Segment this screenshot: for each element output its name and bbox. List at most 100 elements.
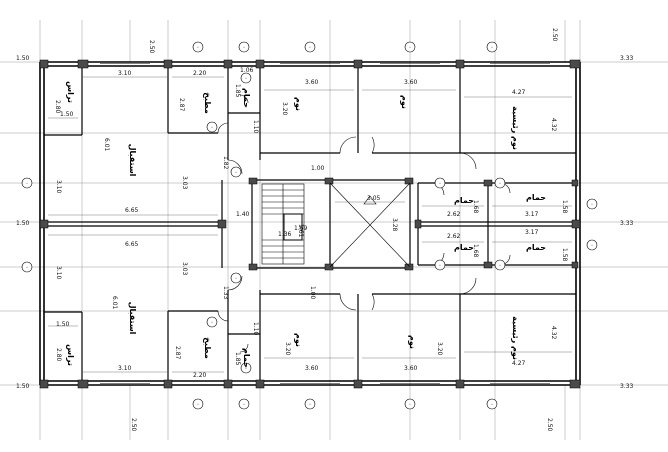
axis-label: ٠ xyxy=(408,44,411,51)
axis-bubble-labels: ٠ ٠ ٠ ٠ ٠ ٠ ٠ ٠ ٠ ٠ ٠ ٠ ٠ ٠ ٠ ٠ ٠ ٠ ٠ ٠ … xyxy=(25,44,593,408)
axis-bubble-left-1 xyxy=(21,177,33,189)
axis-bubble-mid-9 xyxy=(240,72,252,84)
axis-label: ٠ xyxy=(438,180,441,187)
axis-bubble-bottom-1 xyxy=(192,398,204,410)
axis-bubble-top-2 xyxy=(238,41,250,53)
axis-bubble-right-2 xyxy=(586,239,598,251)
dim-kitchen-w-bottom: 2.20 xyxy=(193,372,207,379)
dim-bed1-w: 3.60 xyxy=(305,79,319,86)
dim-bed4-h: 3.20 xyxy=(436,342,443,356)
axis-label: ٠ xyxy=(438,262,441,269)
dim-living-sub2-bottom: 3.10 xyxy=(55,266,62,280)
axis-label: ٠ xyxy=(308,401,311,408)
axis-bubble-top-1 xyxy=(192,41,204,53)
dimension-labels: 1.50 1.50 1.50 3.33 3.33 3.33 2.50 2.50 … xyxy=(16,28,634,432)
dim-stair-b: 1.69 xyxy=(294,225,308,232)
room-bath-mid-4: حمام xyxy=(526,243,546,252)
dim-margin-left-top: 1.50 xyxy=(16,55,30,62)
dim-terrace-small: 1.50 xyxy=(60,111,74,118)
dim-master-h-bottom: 4.32 xyxy=(550,326,557,340)
axis-label: ٠ xyxy=(244,365,247,372)
dim-living-w: 6.65 xyxy=(125,207,139,214)
room-labels: تراس مطبخ حمام نوم نوم نوم رئيسية استقبا… xyxy=(65,81,546,368)
dim-master-h: 4.32 xyxy=(550,118,557,132)
dim-bath-h2: 1.10 xyxy=(252,120,259,134)
axis-bubble-left-2 xyxy=(21,261,33,273)
axis-label: ٠ xyxy=(244,75,247,82)
dim-margin-right-top: 3.33 xyxy=(620,55,634,62)
axis-bubble-mid-4 xyxy=(494,259,506,271)
dim-kitchen-h-bottom: 2.87 xyxy=(174,346,181,360)
dim-baths-h-bottom: 1.68 xyxy=(472,244,479,258)
dim-bed3-w: 3.60 xyxy=(305,365,319,372)
dim-light-w: 3.05 xyxy=(367,195,381,202)
dim-bath-h: 1.85 xyxy=(234,84,241,98)
axis-bubble-bottom-4 xyxy=(404,398,416,410)
dim-margin-left-mid: 1.50 xyxy=(16,220,30,227)
axis-label: ٠ xyxy=(210,319,213,326)
axis-label: ٠ xyxy=(25,180,28,187)
dim-bath-h-bottom: 1.85 xyxy=(234,352,241,366)
room-bath-mid-1: حمام xyxy=(454,196,474,205)
axis-label: ٠ xyxy=(25,264,28,271)
axis-label: ٠ xyxy=(234,169,237,176)
axis-label: ٠ xyxy=(234,275,237,282)
axis-label: ٠ xyxy=(196,401,199,408)
dim-living-w-bottom: 6.65 xyxy=(125,241,139,248)
dim-corridor: 1.82 xyxy=(222,156,229,170)
dim-ensuite-w-bottom: 3.17 xyxy=(525,229,539,236)
axis-bubble-bottom-3 xyxy=(304,398,316,410)
axis-label: ٠ xyxy=(308,44,311,51)
room-living-bottom: استقبال xyxy=(128,302,137,335)
room-bedroom-4: نوم xyxy=(408,335,417,349)
dim-bed2-w: 3.60 xyxy=(404,79,418,86)
staircase xyxy=(261,183,305,265)
dim-ensuite-w-top: 3.17 xyxy=(525,211,539,218)
axis-label: ٠ xyxy=(408,401,411,408)
dim-bed1-h: 3.20 xyxy=(281,102,288,116)
dim-master-w: 4.27 xyxy=(512,89,526,96)
axis-label: ٠ xyxy=(196,44,199,51)
dim-living-sub-bottom: 3.03 xyxy=(181,262,188,276)
dim-master-w-bottom: 4.27 xyxy=(512,360,526,367)
room-bedroom-3: نوم xyxy=(294,333,303,347)
axis-label: ٠ xyxy=(210,124,213,131)
axis-label: ٠ xyxy=(590,201,593,208)
axis-bubble-mid-5 xyxy=(230,166,242,178)
room-bedroom-1: نوم xyxy=(294,97,303,111)
dim-top-left: 2.50 xyxy=(148,40,155,54)
dim-hall-bottom: 1.00 xyxy=(309,286,316,300)
axis-bubble-mid-7 xyxy=(206,121,218,133)
axis-label: ٠ xyxy=(490,44,493,51)
axis-bubble-top-5 xyxy=(486,41,498,53)
axis-label: ٠ xyxy=(242,44,245,51)
interior-walls xyxy=(44,66,576,381)
room-master-top: نوم رئيسية xyxy=(511,106,520,150)
axis-bubbles xyxy=(21,41,598,410)
axis-bubble-mid-10 xyxy=(240,362,252,374)
dim-bed3-h: 3.20 xyxy=(284,342,291,356)
room-kitchen-bottom: مطبخ xyxy=(203,337,212,359)
room-bath-mid-2: حمام xyxy=(526,193,546,202)
axis-bubble-bottom-2 xyxy=(238,398,250,410)
axis-label: ٠ xyxy=(498,180,501,187)
room-bedroom-2: نوم xyxy=(400,95,409,109)
exterior-walls xyxy=(39,61,581,386)
grid-lines xyxy=(0,20,668,440)
dim-bottom-right: 2.50 xyxy=(546,418,553,432)
dim-baths-h-top: 1.68 xyxy=(472,200,479,214)
axis-bubble-right-1 xyxy=(586,198,598,210)
dim-terrace-w-bottom: 3.10 xyxy=(118,365,132,372)
dim-margin-left-bottom: 1.50 xyxy=(16,383,30,390)
dim-margin-right-bottom: 3.33 xyxy=(620,383,634,390)
axis-bubble-top-3 xyxy=(304,41,316,53)
dim-living-h-bottom: 6.01 xyxy=(111,296,118,310)
room-bath-mid-3: حمام xyxy=(454,243,474,252)
axis-label: ٠ xyxy=(242,401,245,408)
dim-corridor-b: 1.33 xyxy=(222,286,229,300)
dim-living-sub2: 3.10 xyxy=(55,180,62,194)
dim-bath-w: 1.06 xyxy=(240,67,254,74)
dim-baths-w-bottom: 2.62 xyxy=(447,233,461,240)
dim-kitchen-h: 2.87 xyxy=(178,98,185,112)
axis-bubble-bottom-5 xyxy=(486,398,498,410)
